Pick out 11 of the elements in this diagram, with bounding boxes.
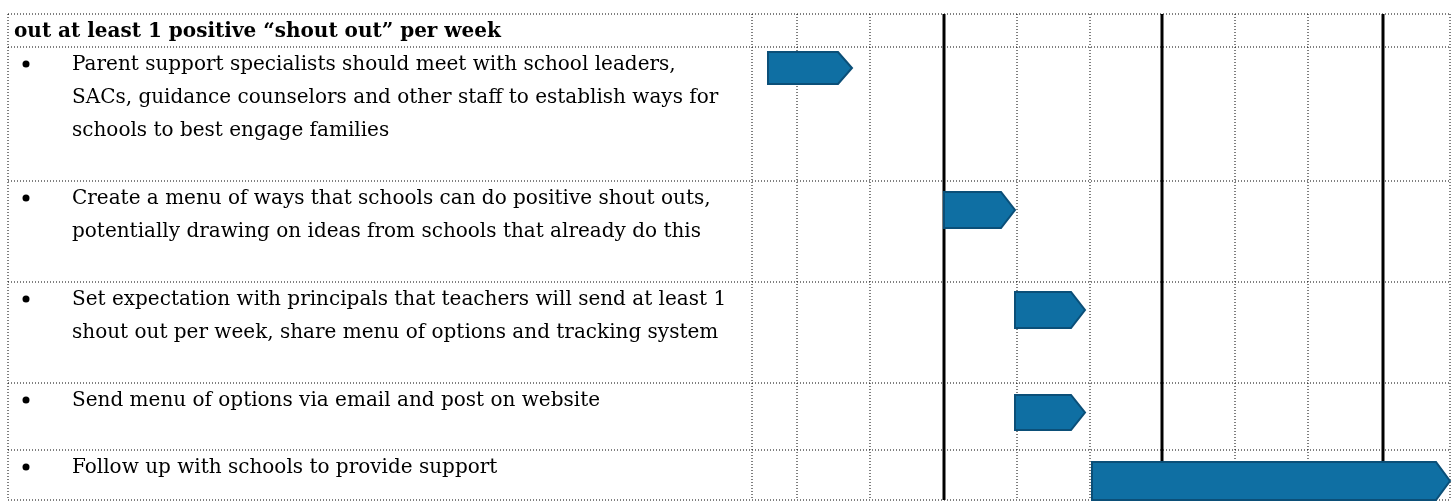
gantt-bar bbox=[767, 51, 854, 85]
task-text: Create a menu of ways that schools can do positive shout outs, potentially drawing on ideas from schools that already do this bbox=[72, 184, 712, 244]
gantt-bar bbox=[943, 191, 1017, 229]
task-text: Parent support specialists should meet with school leaders, SACs, guidance counselors and other staff to establish ways for schools to best engage families bbox=[72, 50, 720, 143]
gantt-bar bbox=[1091, 461, 1452, 501]
gantt-bar bbox=[1014, 394, 1087, 431]
task-text: Set expectation with principals that teachers will send at least 1 shout out per week, share menu of options and tracking system bbox=[72, 285, 728, 345]
task-text: Send menu of options via email and post on website bbox=[72, 386, 601, 413]
section-heading: out at least 1 positive “shout out” per week bbox=[14, 17, 503, 44]
gantt-bar bbox=[1014, 291, 1087, 329]
task-text: Follow up with schools to provide support bbox=[72, 453, 499, 480]
